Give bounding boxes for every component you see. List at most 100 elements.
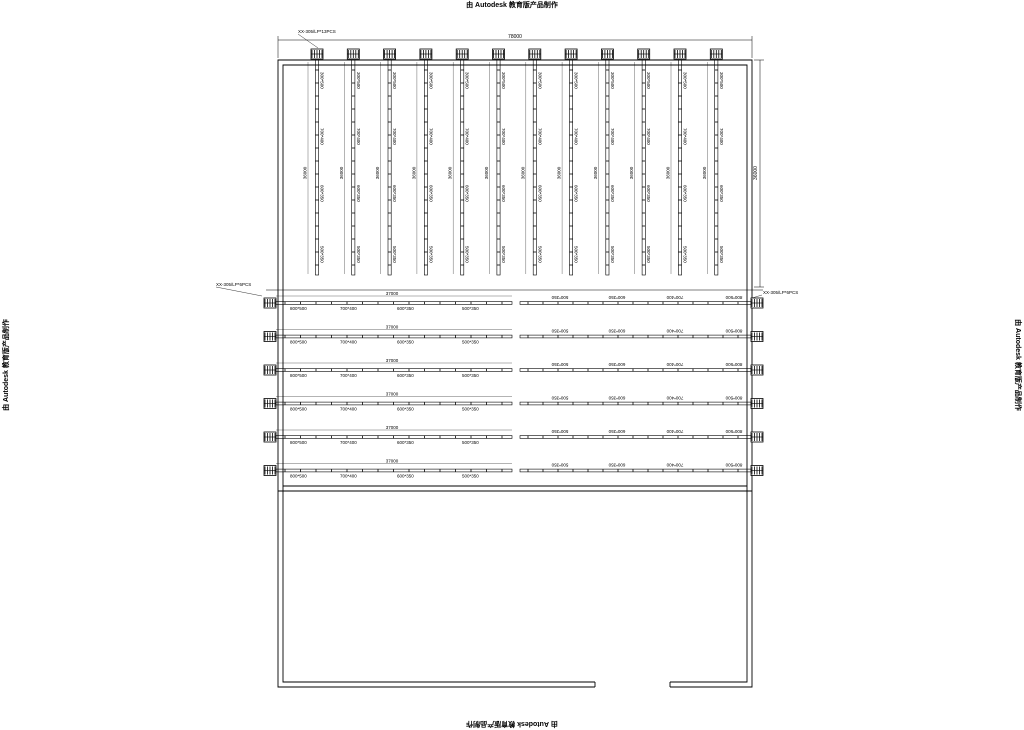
vertical-segment-label: 500*350 bbox=[719, 246, 724, 263]
row-left-segment-label: 700*400 bbox=[340, 440, 357, 445]
vertical-line-connector bbox=[310, 48, 324, 60]
row-right-segment-label: 500*350 bbox=[551, 362, 568, 367]
row-left-segment-label: 700*400 bbox=[340, 306, 357, 311]
vertical-segment-label: 700*400 bbox=[501, 128, 506, 145]
vertical-segment-label: 600*350 bbox=[465, 185, 470, 202]
vertical-segment-label: 300*500 bbox=[392, 72, 397, 89]
vertical-segment-label: 500*350 bbox=[610, 246, 615, 263]
vertical-segment-label: 700*400 bbox=[465, 128, 470, 145]
row-right-segment-label: 600*350 bbox=[608, 463, 625, 468]
vertical-line-connector bbox=[637, 48, 651, 60]
vertical-line-length: 36000 bbox=[411, 166, 416, 179]
vertical-line-length: 36000 bbox=[448, 166, 453, 179]
vertical-segment-label: 600*350 bbox=[646, 185, 651, 202]
vertical-segment-label: 500*350 bbox=[320, 246, 325, 263]
row-right-segment-label: 800*500 bbox=[725, 463, 742, 468]
row-right-segment-label: 700*400 bbox=[666, 362, 683, 367]
vertical-segment-label: 500*350 bbox=[428, 246, 433, 263]
watermark-right: 由 Autodesk 教育版产品制作 bbox=[1014, 319, 1023, 411]
vertical-segment-label: 500*350 bbox=[646, 246, 651, 263]
vertical-segment-label: 600*350 bbox=[537, 185, 542, 202]
watermark-bottom: 由 Autodesk 教育版产品制作 bbox=[466, 720, 558, 729]
row-length-label: 37000 bbox=[386, 459, 399, 464]
vertical-lamp-lines: 36000 300*500 700*400 600*350 500*350 36000 30… bbox=[303, 48, 724, 276]
vertical-line-length: 36000 bbox=[520, 166, 525, 179]
left-unit-tag: XX-305/LP*6PCS bbox=[216, 282, 251, 287]
row-length-label: 37000 bbox=[386, 392, 399, 397]
row-right-segment-label: 500*350 bbox=[551, 396, 568, 401]
vertical-segment-label: 500*350 bbox=[501, 246, 506, 263]
vertical-lamp-line: 36000 300*500 700*400 600*350 500*350 bbox=[448, 59, 470, 276]
row-left-segment-label: 500*350 bbox=[462, 440, 479, 445]
row-left-segment-label: 600*350 bbox=[397, 407, 414, 412]
row-right-segment-label: 700*400 bbox=[666, 429, 683, 434]
vertical-segment-label: 600*350 bbox=[719, 185, 724, 202]
vertical-segment-label: 300*500 bbox=[610, 72, 615, 89]
overall-width-label: 78000 bbox=[508, 34, 522, 40]
row-left-segment-label: 600*350 bbox=[397, 440, 414, 445]
vertical-segment-label: 300*500 bbox=[356, 72, 361, 89]
vertical-line-connector bbox=[528, 48, 542, 60]
row-length-label: 37000 bbox=[386, 325, 399, 330]
row-right-segment-label: 800*500 bbox=[725, 295, 742, 300]
vertical-segment-label: 300*500 bbox=[646, 72, 651, 89]
row-left-segment-label: 800*500 bbox=[290, 340, 307, 345]
row-connector-left bbox=[263, 465, 277, 476]
vertical-segment-label: 600*350 bbox=[610, 185, 615, 202]
row-connector-right bbox=[750, 431, 764, 443]
watermark-left: 由 Autodesk 教育版产品制作 bbox=[1, 319, 10, 411]
row-length-label: 37000 bbox=[386, 358, 399, 363]
row-right-segment-label: 500*350 bbox=[551, 295, 568, 300]
vertical-segment-label: 300*500 bbox=[465, 72, 470, 89]
vertical-segment-label: 500*350 bbox=[392, 246, 397, 263]
row-right-segment-label: 600*350 bbox=[608, 295, 625, 300]
row-left-segment-label: 500*350 bbox=[462, 373, 479, 378]
vertical-segment-label: 600*350 bbox=[392, 185, 397, 202]
vertical-segment-label: 300*500 bbox=[428, 72, 433, 89]
vertical-segment-label: 700*400 bbox=[320, 128, 325, 145]
vertical-segment-label: 600*350 bbox=[320, 185, 325, 202]
overall-height-label: 36000 bbox=[753, 166, 759, 180]
vertical-segment-label: 300*500 bbox=[683, 72, 688, 89]
row-left-segment-label: 500*350 bbox=[462, 474, 479, 479]
vertical-line-connector bbox=[564, 48, 578, 60]
vertical-segment-label: 500*350 bbox=[465, 246, 470, 263]
row-right-segment-label: 800*500 bbox=[725, 362, 742, 367]
row-connector-right bbox=[750, 331, 764, 342]
vertical-segment-label: 300*500 bbox=[320, 72, 325, 89]
row-right-segment-label: 600*350 bbox=[608, 362, 625, 367]
horizontal-lamp-rows: 37000 800*500 700*400 600*350 500*350 500*350… bbox=[263, 291, 764, 479]
row-right-segment-label: 700*400 bbox=[666, 295, 683, 300]
row-left-segment-label: 600*350 bbox=[397, 373, 414, 378]
vertical-segment-label: 700*400 bbox=[719, 128, 724, 145]
vertical-line-connector bbox=[346, 48, 360, 60]
overall-height-dimension bbox=[754, 59, 764, 288]
row-left-segment-label: 700*400 bbox=[340, 340, 357, 345]
row-connector-right bbox=[750, 364, 764, 376]
vertical-segment-label: 500*350 bbox=[537, 246, 542, 263]
vertical-segment-label: 300*500 bbox=[537, 72, 542, 89]
row-left-segment-label: 500*350 bbox=[462, 340, 479, 345]
row-left-segment-label: 800*500 bbox=[290, 407, 307, 412]
row-right-segment-label: 700*400 bbox=[666, 463, 683, 468]
vertical-line-connector bbox=[455, 48, 469, 60]
row-left-segment-label: 500*350 bbox=[462, 306, 479, 311]
row-right-segment-label: 600*350 bbox=[608, 396, 625, 401]
vertical-segment-label: 600*350 bbox=[574, 185, 579, 202]
row-left-segment-label: 600*350 bbox=[397, 306, 414, 311]
vertical-line-length: 36000 bbox=[557, 166, 562, 179]
row-right-segment-label: 800*500 bbox=[725, 329, 742, 334]
row-connector-left bbox=[263, 398, 277, 409]
